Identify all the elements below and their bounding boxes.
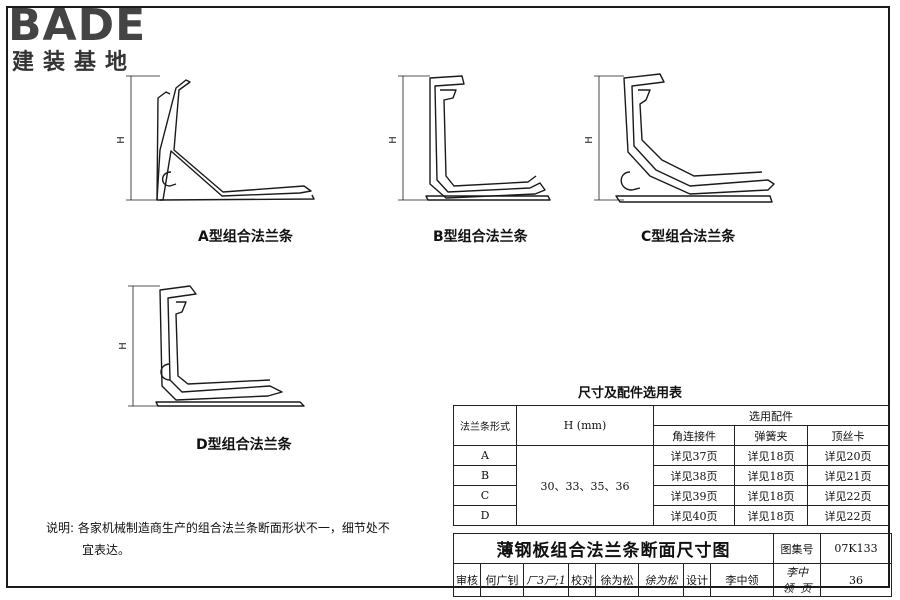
table-row: C 详见39页 详见18页 详见22页: [453, 485, 889, 506]
dimension-b: [398, 75, 430, 201]
designer-signature: 李中领 页: [773, 563, 821, 597]
note: 说明: 各家机械制造商生产的组合法兰条断面形状不一，细节处不 宜表达。: [46, 517, 446, 561]
h-values: 30、33、35、36: [516, 445, 654, 526]
profile-b: [425, 75, 551, 201]
reviewer-name: 何广钊: [480, 563, 524, 597]
dimension-a: [126, 75, 160, 201]
header-group: 选用配件: [653, 405, 889, 426]
cell-screw: 详见22页: [807, 505, 889, 526]
check-label: 校对: [568, 563, 596, 597]
drawing-frame: [6, 6, 890, 588]
page-number: 36: [820, 563, 892, 597]
drawing-title: 薄钢板组合法兰条断面尺寸图: [453, 533, 774, 564]
header-clip: 弹簧夹: [734, 425, 808, 446]
row-type: C: [453, 485, 517, 506]
profile-a: [156, 79, 315, 201]
cell-corner: 详见38页: [653, 465, 735, 486]
logo-brand: BADE: [8, 0, 147, 51]
cell-clip: 详见18页: [734, 505, 808, 526]
cell-clip: 详见18页: [734, 485, 808, 506]
spec-table: 法兰条形式 H (mm) 选用配件 角连接件 弹簧夹 顶丝卡 A 30、33、3…: [453, 405, 889, 526]
cell-screw: 详见21页: [807, 465, 889, 486]
caption-d: D型组合法兰条: [196, 437, 292, 453]
caption-a: A型组合法兰条: [198, 229, 293, 245]
title-block: 薄钢板组合法兰条断面尺寸图 图集号 07K133 审核 何广钊 ㄏ3ㄕ;1 校对…: [453, 533, 892, 597]
cell-corner: 详见40页: [653, 505, 735, 526]
profile-c: [615, 73, 775, 203]
atlas-label: 图集号: [773, 533, 821, 564]
review-label: 审核: [453, 563, 481, 597]
note-line-1: 说明: 各家机械制造商生产的组合法兰条断面形状不一，细节处不: [46, 521, 390, 535]
profile-d: [155, 285, 305, 407]
dim-label-d: H: [118, 342, 129, 350]
caption-c: C型组合法兰条: [641, 229, 736, 245]
header-type: 法兰条形式: [453, 405, 517, 446]
caption-b: B型组合法兰条: [433, 229, 528, 245]
page-label: 页: [800, 582, 812, 595]
header-h: H (mm): [516, 405, 654, 446]
checker-name: 徐为松: [595, 563, 639, 597]
table-row: B 详见38页 详见18页 详见21页: [453, 465, 889, 486]
row-type: B: [453, 465, 517, 486]
row-type: A: [453, 445, 517, 466]
cell-screw: 详见22页: [807, 485, 889, 506]
bade-logo: BADE 建装基地: [8, 2, 146, 76]
table-row: A 30、33、35、36 详见37页 详见18页 详见20页: [453, 445, 889, 526]
dim-label-c: H: [584, 136, 595, 144]
designer-name: 李中领: [710, 563, 774, 597]
table-row: D 详见40页 详见18页 详见22页: [453, 505, 889, 526]
cell-clip: 详见18页: [734, 465, 808, 486]
dimension-d: [128, 285, 160, 407]
cell-screw: 详见20页: [807, 445, 889, 466]
dim-label-a: H: [116, 136, 127, 144]
reviewer-signature: ㄏ3ㄕ;1: [523, 563, 569, 597]
table-title: 尺寸及配件选用表: [578, 386, 683, 401]
header-screw: 顶丝卡: [807, 425, 889, 446]
cell-clip: 详见18页: [734, 445, 808, 466]
logo-subtitle: 建装基地: [12, 50, 137, 75]
cell-corner: 详见37页: [653, 445, 735, 466]
design-label: 设计: [683, 563, 711, 597]
cell-corner: 详见39页: [653, 485, 735, 506]
row-type: D: [453, 505, 517, 526]
dimension-c: [594, 75, 624, 201]
dim-label-b: H: [388, 136, 399, 144]
header-corner: 角连接件: [653, 425, 735, 446]
atlas-number: 07K133: [820, 533, 892, 564]
note-line-2: 宜表达。: [82, 543, 131, 557]
checker-signature: 徐为松: [638, 563, 684, 597]
